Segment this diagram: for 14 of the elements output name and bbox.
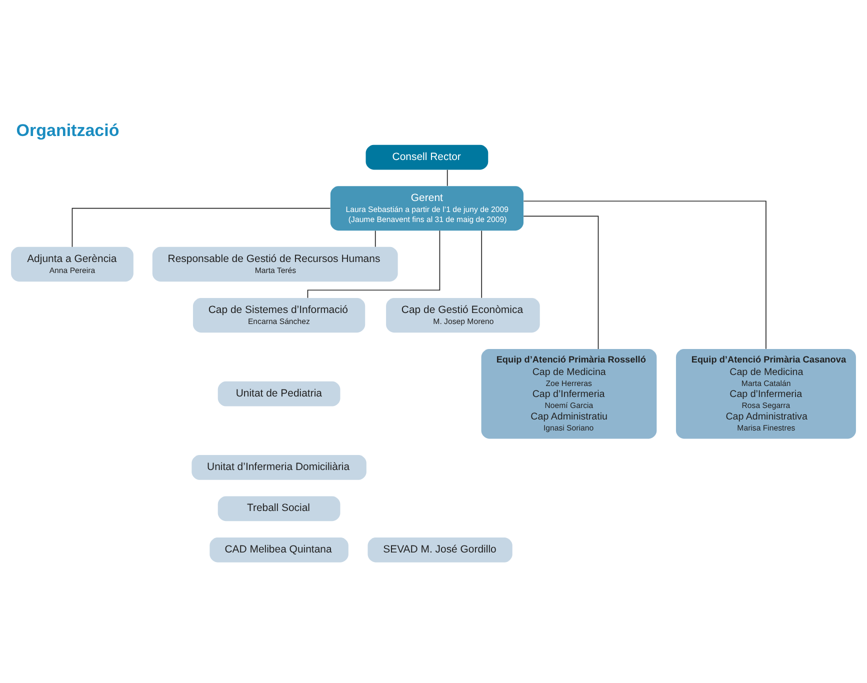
- connector: [446, 169, 448, 186]
- diagram-title: Organització: [16, 121, 120, 140]
- connector: [307, 230, 440, 298]
- node-box: Treball Social: [218, 496, 340, 522]
- node-box: Unitat d’Infermeria Domiciliària: [192, 455, 366, 480]
- node-box: SEVAD M. José Gordillo: [368, 538, 512, 562]
- connector: [523, 216, 599, 350]
- connector: [481, 230, 482, 298]
- node-box: Consell Rector: [366, 144, 488, 170]
- connector: [374, 230, 376, 248]
- connector: [72, 208, 331, 248]
- node-box: Unitat de Pediatria: [218, 381, 340, 406]
- node-box: CAD Melibea Quintana: [210, 538, 348, 562]
- connector: [523, 200, 766, 350]
